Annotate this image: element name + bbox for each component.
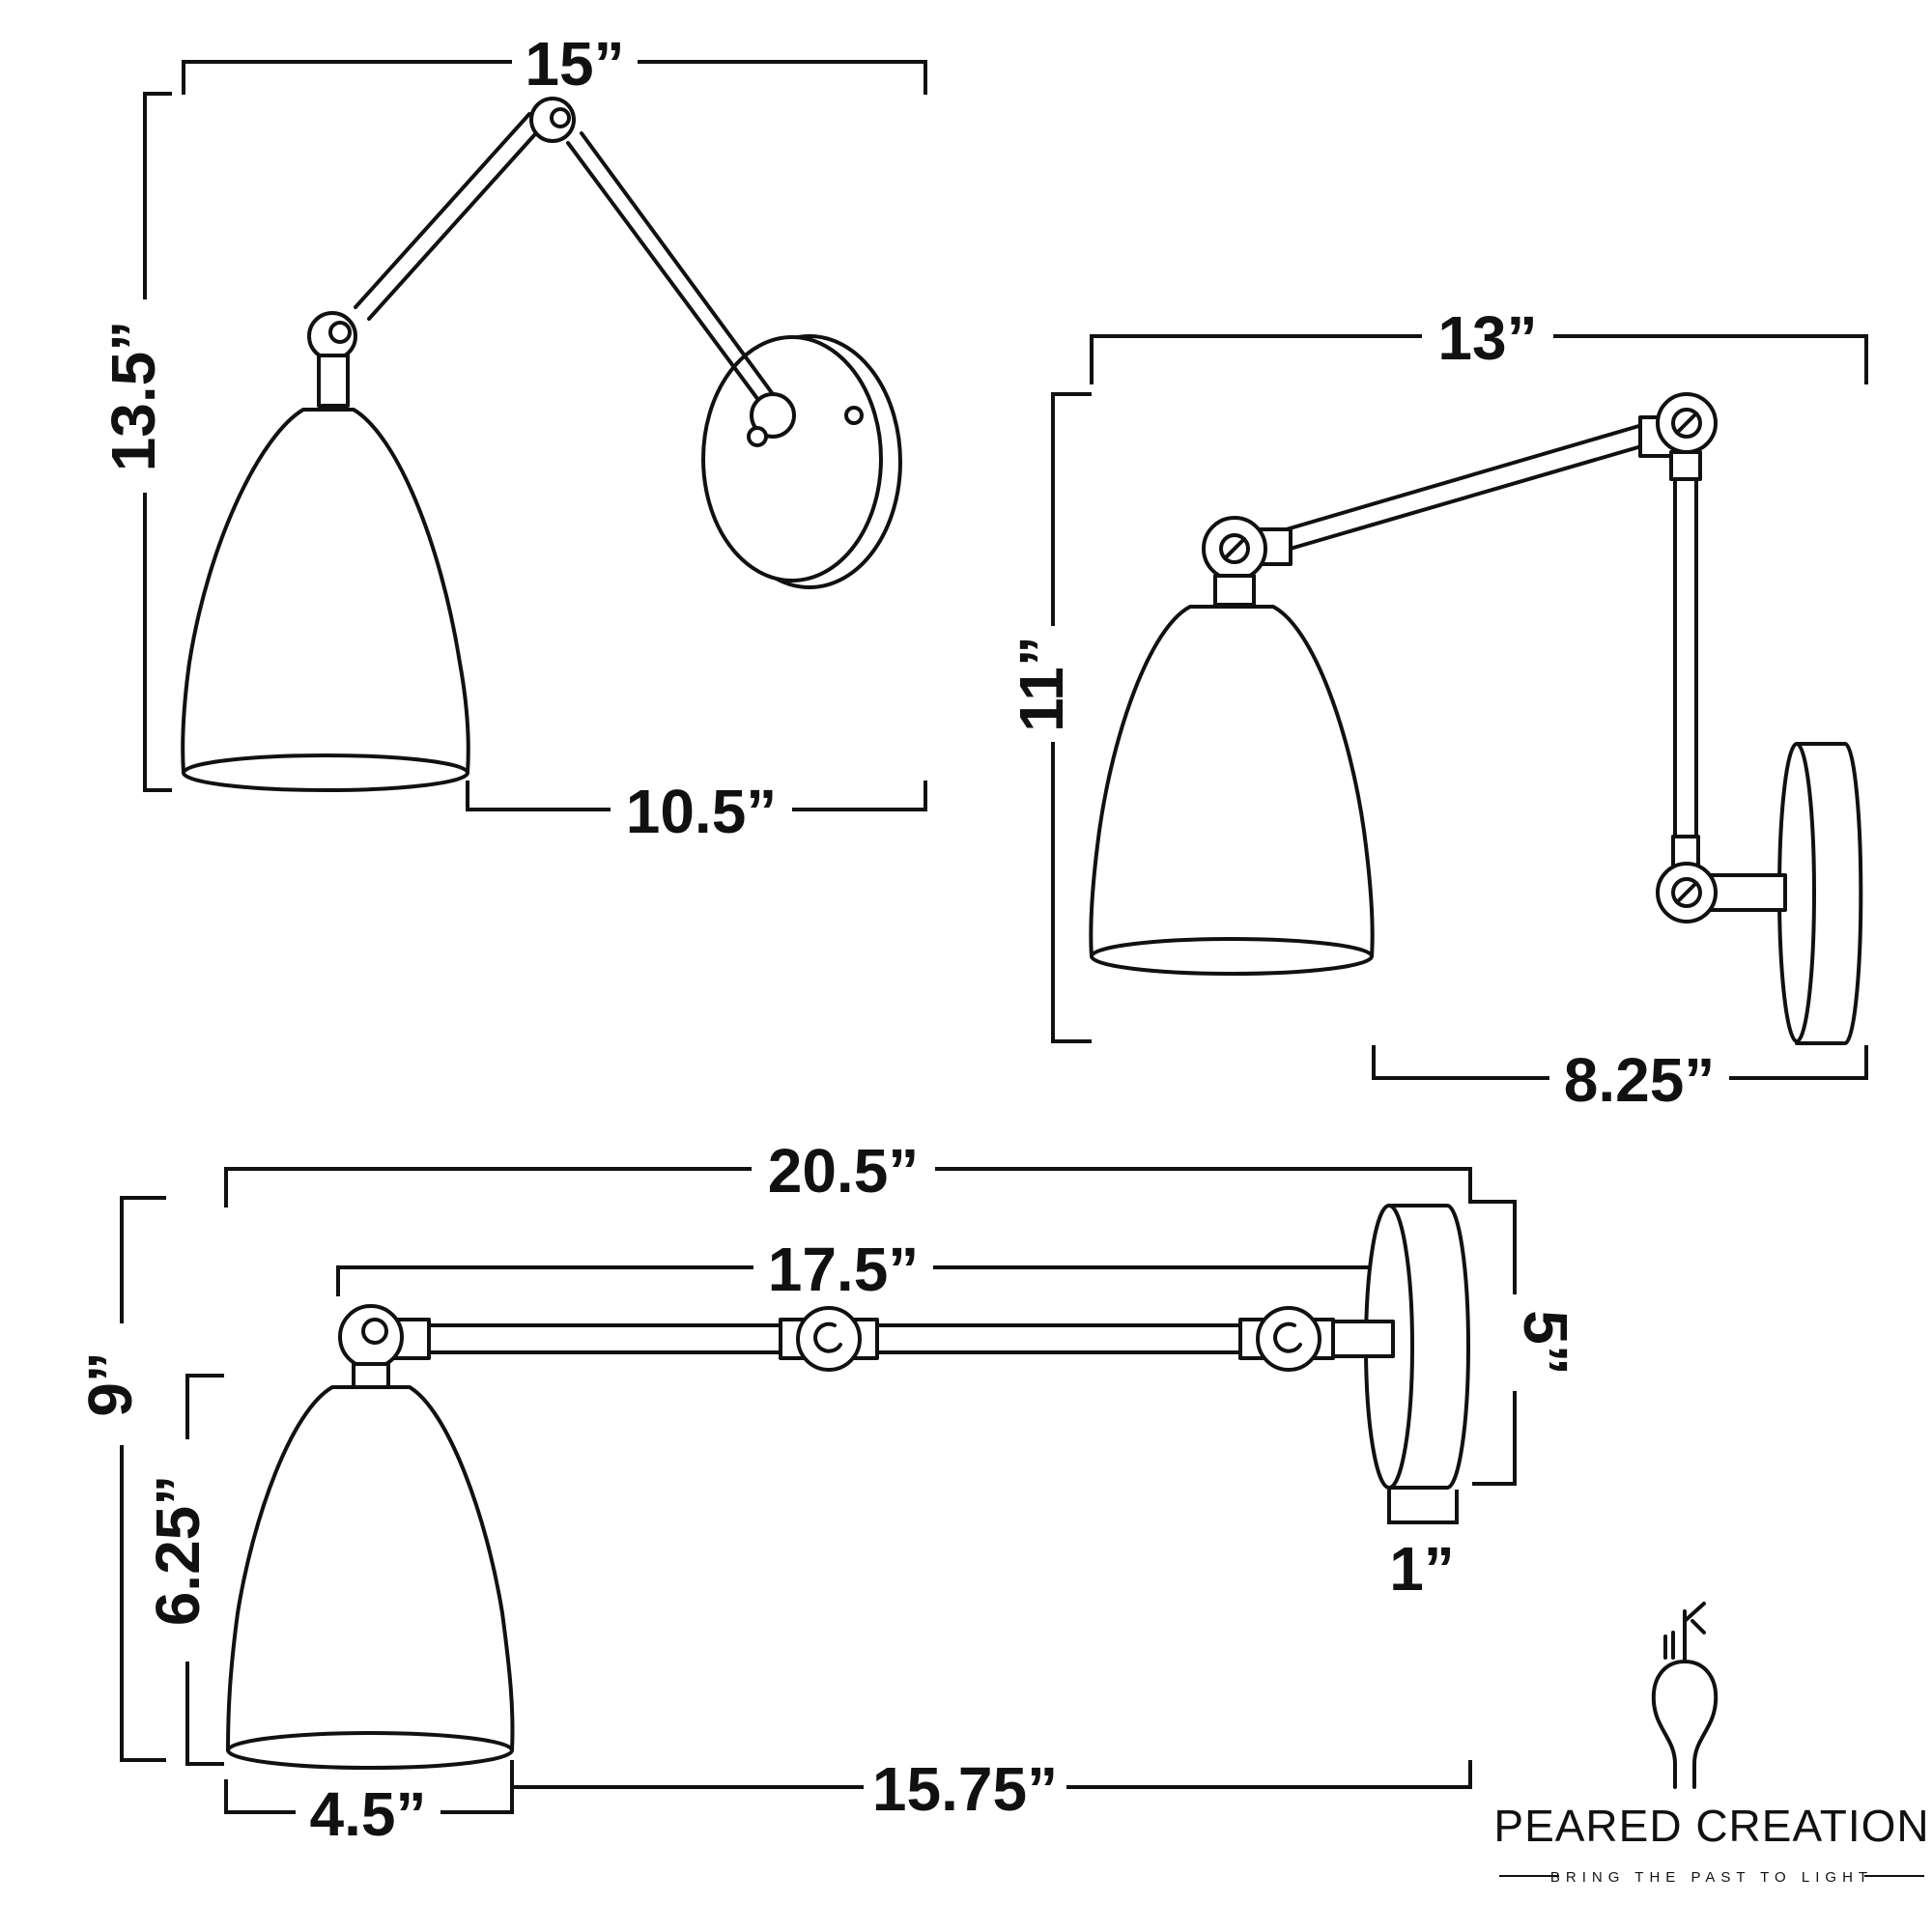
dimension-label-width: 13” [1437,303,1537,373]
knuckle-icon [750,392,796,439]
dimension-height-11: 11” [1007,392,1092,1043]
dimension-width-15: 15” [182,29,927,99]
shade-opening [226,1731,514,1770]
dimension-label-plate-depth: 1” [1389,1534,1455,1604]
arm-segment-1 [423,1323,786,1354]
shade-opening [1090,937,1374,976]
dimension-width-20-5: 20.5” [224,1136,1472,1208]
dimension-label-extension: 8.25” [1564,1045,1716,1115]
dimension-width-13: 13” [1090,303,1868,384]
dimension-label-plate-height: 5” [1511,1310,1580,1376]
shade-stem [1213,574,1256,607]
dimension-label-width: 15” [525,29,624,99]
brand-name: PEARED CREATION [1493,1801,1929,1851]
brand-logo: PEARED CREATION BRING THE PAST TO LIGHT [1493,1602,1929,1886]
dimension-shade-width-4-5: 4.5” [224,1779,514,1849]
upper-arm [1271,423,1650,554]
dimension-label-arm-length: 17.5” [768,1235,920,1304]
screw-icon [844,406,864,425]
dimension-plate-depth-1: 1” [1387,1490,1459,1604]
dimension-label-overall-width: 20.5” [768,1136,920,1206]
dimension-shade-height-6-25: 6.25” [143,1374,224,1766]
sconce-diagram-extended: 20.5” 17.5” 9” 6.25” 5” 1” [75,1136,1580,1849]
lamp-shade [1089,605,1375,958]
dimension-label-shade-width: 4.5” [310,1779,427,1849]
sconce-diagram-folded: 13” 11” 8.25” [1007,303,1868,1115]
lamp-shade [226,1385,515,1752]
lamp-shade [181,408,470,775]
dimension-extension-8-25: 8.25” [1372,1045,1868,1115]
dimension-label-shade-height: 6.25” [143,1475,213,1627]
sconce-diagram-angled: 15” 13.5” 10.5” [99,29,927,846]
dimension-label-extension: 15.75” [872,1754,1058,1824]
arm-mount [1325,1320,1395,1358]
dimension-height-13-5: 13.5” [99,92,172,792]
dimension-extension-15-75: 15.75” [510,1754,1472,1824]
dimension-extension-10-5: 10.5” [466,777,927,846]
dimension-label-height: 13.5” [99,321,168,472]
brand-tagline: BRING THE PAST TO LIGHT [1550,1869,1873,1886]
dimension-label-extension: 10.5” [626,777,778,846]
lamp-illustration [1089,392,1863,1045]
wall-plate-face [701,335,883,582]
dimension-label-overall-height: 9” [75,1351,145,1417]
dimension-plate-5: 5” [1472,1200,1580,1486]
lightbulb-icon [1651,1602,1719,1789]
dimension-height-9: 9” [75,1196,166,1762]
knob-icon [747,426,768,447]
lamp-illustration [181,97,902,792]
shade-stem [317,354,350,408]
arm-segment-2 [871,1323,1242,1354]
dimension-label-height: 11” [1007,636,1076,732]
dimension-arm-17-5: 17.5” [336,1235,1399,1304]
shade-opening [182,753,469,792]
lamp-illustration [226,1204,1470,1770]
vertical-arm [1673,471,1698,842]
end-knuckle-icon [1256,1306,1321,1372]
middle-knuckle-icon [796,1306,862,1372]
